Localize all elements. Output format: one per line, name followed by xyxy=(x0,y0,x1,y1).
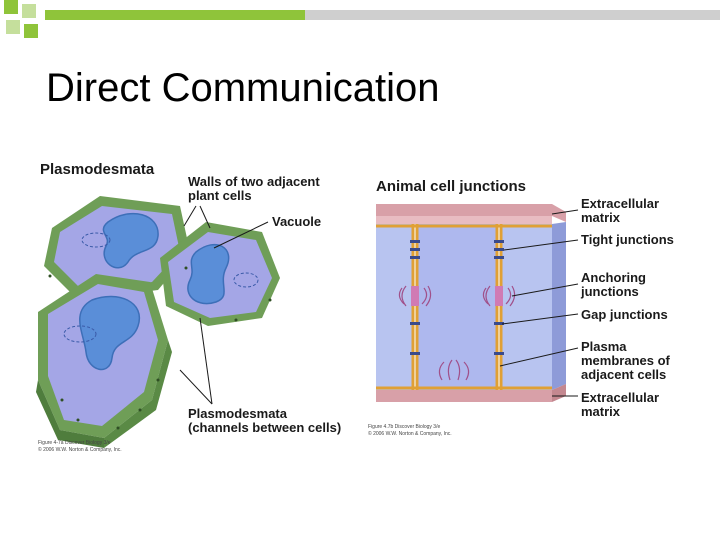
anchoring-junction-plate xyxy=(411,286,419,306)
extracellular-matrix-top xyxy=(376,204,566,222)
organelle xyxy=(81,232,111,248)
label-anchoring-1: Anchoring xyxy=(581,270,646,285)
organelle xyxy=(233,272,259,288)
label-anchoring-2: junctions xyxy=(580,284,639,299)
animal-cell-side xyxy=(552,222,566,390)
extracellular-matrix-bottom xyxy=(376,390,552,402)
walls-label-line2: plant cells xyxy=(188,188,252,203)
label-extracellular-matrix-bottom-2: matrix xyxy=(581,404,621,419)
header-square xyxy=(4,0,18,14)
header-square xyxy=(24,24,38,38)
label-extracellular-matrix-top-1: Extracellular xyxy=(581,196,659,211)
cell-wall-face xyxy=(36,380,104,448)
slide-title: Direct Communication xyxy=(46,66,440,110)
bottom-anchoring xyxy=(438,359,470,381)
plant-leader-lines xyxy=(179,205,269,405)
animal-panel: Animal cell junctions xyxy=(368,178,674,437)
label-plasma-3: adjacent cells xyxy=(581,367,666,382)
matrix-layer xyxy=(376,216,552,224)
label-plasma-1: Plasma xyxy=(581,339,627,354)
plant-panel: Plasmodesmata xyxy=(36,161,341,453)
plant-credit-line1: Figure 4-7a Discover Biology 3/e xyxy=(38,440,111,446)
gap-junctions xyxy=(410,322,504,355)
plant-heading: Plasmodesmata xyxy=(40,161,155,178)
plasma-membranes xyxy=(376,224,552,390)
vacuole xyxy=(187,243,230,305)
header-green-bar xyxy=(45,10,305,20)
label-plasma-2: membranes of xyxy=(581,353,671,368)
header-square xyxy=(6,20,20,34)
matrix-side xyxy=(552,384,566,402)
animal-leader-lines xyxy=(499,209,579,397)
animal-heading: Animal cell junctions xyxy=(376,178,526,195)
animal-cell xyxy=(418,224,496,390)
vacuole xyxy=(79,295,141,371)
header-grey-bar xyxy=(45,10,720,20)
animal-cell xyxy=(376,224,412,390)
anchoring-junction-plate xyxy=(495,286,503,306)
vacuole-label: Vacuole xyxy=(272,214,321,229)
plasmodesmata-dots xyxy=(48,266,272,430)
animal-cell xyxy=(502,224,552,390)
label-gap-junctions: Gap junctions xyxy=(581,307,668,322)
channels-label-line2: (channels between cells) xyxy=(188,420,341,435)
plant-cell-right xyxy=(160,222,280,326)
organelle xyxy=(63,325,97,343)
animal-credit-line1: Figure 4.7b Discover Biology 3/e xyxy=(368,424,440,430)
label-extracellular-matrix-bottom-1: Extracellular xyxy=(581,390,659,405)
tight-junctions xyxy=(410,240,504,259)
plant-cell-top xyxy=(44,196,190,300)
cell-wall-face xyxy=(104,340,172,448)
label-tight-junctions: Tight junctions xyxy=(581,232,674,247)
plant-credit-line2: © 2006 W.W. Norton & Company, Inc. xyxy=(38,446,122,453)
channels-label-line1: Plasmodesmata xyxy=(188,406,288,421)
vacuole xyxy=(102,212,159,269)
walls-label-line1: Walls of two adjacent xyxy=(188,174,320,189)
animal-credit-line2: © 2006 W.W. Norton & Company, Inc. xyxy=(368,430,452,437)
slide-header-bar xyxy=(4,0,720,38)
label-extracellular-matrix-top-2: matrix xyxy=(581,210,621,225)
header-square xyxy=(22,4,36,18)
plant-cell-bottom xyxy=(36,274,172,448)
